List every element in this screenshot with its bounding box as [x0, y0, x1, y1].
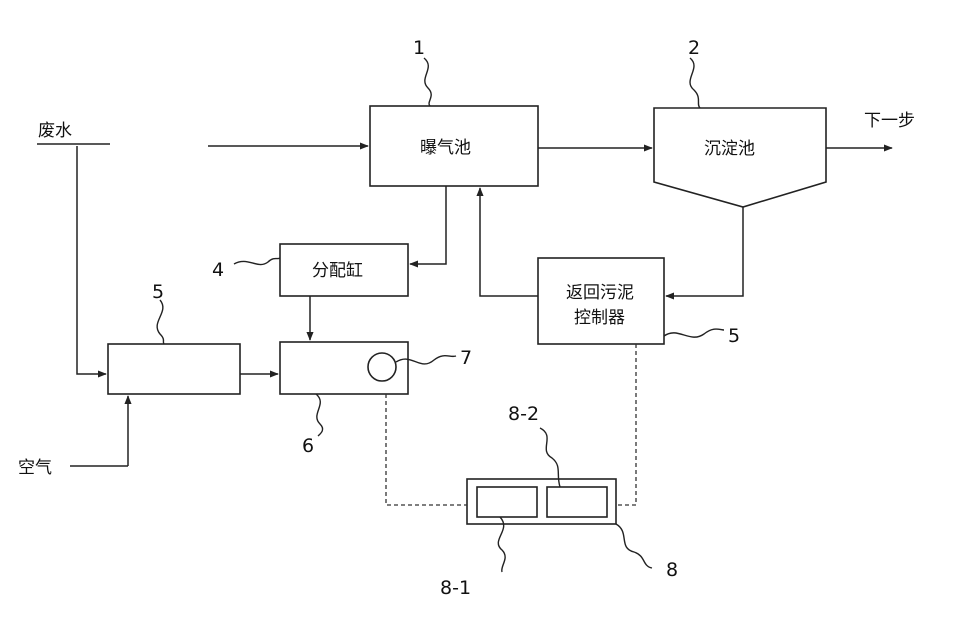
return-sludge-label-line1: 返回污泥 — [566, 283, 634, 303]
leader-5-right — [663, 328, 725, 338]
distribution-tank-label: 分配缸 — [312, 260, 363, 281]
leader-1 — [423, 57, 432, 107]
ref-number-4: 4 — [212, 259, 224, 281]
air-label: 空气 — [18, 458, 52, 478]
leader-8 — [615, 523, 653, 569]
sensor-circle — [367, 352, 397, 382]
controller-signal-line — [616, 344, 637, 506]
leader-6 — [315, 393, 324, 437]
controller-return-arrow — [476, 187, 538, 297]
ref-number-2: 2 — [688, 37, 700, 59]
leader-8-1 — [497, 516, 506, 573]
sensor-signal-line — [385, 394, 467, 506]
leader-8-2 — [539, 427, 561, 488]
leader-4 — [233, 257, 281, 266]
air-mixer-box — [107, 343, 241, 395]
wastewater-branch-arrow — [76, 146, 107, 378]
settling-tank-label: 沉淀池 — [704, 139, 755, 159]
next-step-label: 下一步 — [864, 111, 915, 131]
aeration-tank-label: 曝气池 — [420, 138, 471, 158]
ref-number-5-right: 5 — [728, 325, 740, 347]
ref-number-6: 6 — [302, 435, 314, 457]
return-sludge-label-line2: 控制器 — [574, 308, 625, 328]
aeration-tank-box — [369, 105, 539, 187]
ref-number-7: 7 — [460, 347, 472, 369]
ref-number-1: 1 — [413, 37, 425, 59]
leader-5-left — [156, 299, 165, 345]
analyzer-module-8-2 — [546, 486, 608, 518]
distribution-tank-box — [279, 243, 409, 297]
leader-2 — [689, 57, 701, 109]
settling-return-arrow — [665, 207, 744, 300]
settling-tank-shape — [653, 107, 827, 208]
ref-number-5-left: 5 — [152, 281, 164, 303]
aeration-to-distribution-arrow — [409, 186, 447, 268]
return-sludge-controller-box — [537, 257, 665, 345]
wastewater-label: 废水 — [38, 121, 72, 141]
ref-number-8-1: 8-1 — [440, 577, 471, 599]
leader-7 — [395, 355, 457, 365]
ref-number-8-2: 8-2 — [508, 403, 539, 425]
analyzer-module-8-1 — [476, 486, 538, 518]
ref-number-8: 8 — [666, 559, 678, 581]
